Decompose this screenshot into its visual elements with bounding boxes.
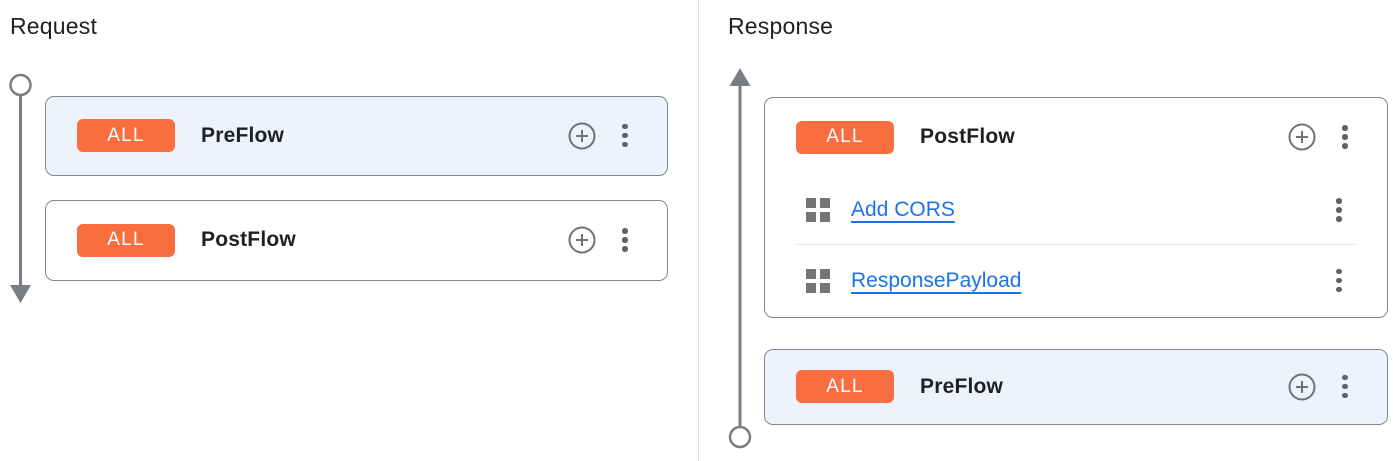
policy-row-add-cors: Add CORS [765,176,1387,244]
plus-circle-icon [1288,123,1316,151]
flow-card-response-preflow[interactable]: ALL PreFlow [764,349,1388,425]
flow-name-label: PreFlow [201,123,285,147]
plus-circle-icon [568,122,596,149]
plus-circle-icon [568,226,596,254]
more-menu-button[interactable] [613,224,637,256]
flow-card-request-postflow[interactable]: ALL PostFlow [45,200,668,281]
timeline-arrow-up-icon [729,68,751,86]
vertical-dots-icon [622,228,628,234]
policy-more-menu-button[interactable] [1327,194,1351,226]
vertical-dots-icon [1336,198,1342,204]
condition-all-badge: ALL [796,370,894,403]
flow-card-header: ALL PostFlow [765,98,1387,176]
vertical-dots-icon [1336,268,1342,275]
vertical-dots-icon [622,123,628,130]
more-menu-button[interactable] [613,120,637,152]
add-policy-button[interactable] [1287,372,1317,402]
add-policy-button[interactable] [567,121,597,151]
policy-grid-icon [806,268,830,293]
timeline-arrow-down-icon [10,285,31,303]
timeline-start-circle-icon [9,73,32,97]
more-menu-button[interactable] [1333,371,1357,403]
request-panel-title: Request [10,13,98,39]
vertical-dots-icon [1342,125,1348,131]
vertical-dots-icon [1342,374,1348,381]
flow-card-request-preflow[interactable]: ALL PreFlow [45,96,668,176]
policy-row-response-payload: ResponsePayload [765,245,1387,316]
policy-grid-icon [806,198,830,222]
condition-all-badge: ALL [77,119,175,152]
panel-divider [698,0,699,461]
more-menu-button[interactable] [1333,121,1357,153]
plus-circle-icon [1288,373,1316,400]
flow-name-label: PreFlow [920,374,1004,398]
flow-card-header: ALL PreFlow [46,97,667,174]
timeline-end-circle-icon [728,425,752,449]
policy-more-menu-button[interactable] [1327,265,1351,297]
flow-card-response-postflow[interactable]: ALL PostFlow Add CORS [764,97,1388,318]
policy-link-add-cors[interactable]: Add CORS [851,198,955,221]
flow-name-label: PostFlow [920,125,1015,148]
add-policy-button[interactable] [567,225,597,255]
request-flow-timeline [9,73,32,303]
response-panel-title: Response [728,13,834,39]
add-policy-button[interactable] [1287,122,1317,152]
flow-card-header: ALL PreFlow [765,350,1387,423]
policy-link-response-payload[interactable]: ResponsePayload [851,268,1022,292]
response-flow-timeline [728,68,752,449]
condition-all-badge: ALL [796,120,894,154]
condition-all-badge: ALL [77,223,175,257]
policy-row-divider [796,244,1356,245]
flow-card-header: ALL PostFlow [46,201,667,279]
flow-name-label: PostFlow [201,228,296,251]
